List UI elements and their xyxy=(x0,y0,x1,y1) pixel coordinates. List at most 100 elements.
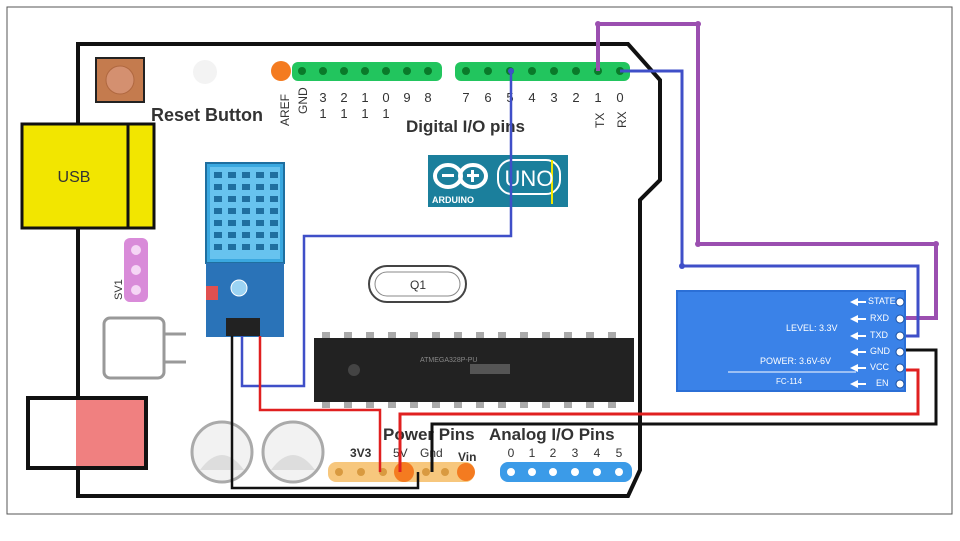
dht-vent-slot xyxy=(256,244,264,250)
uno-text: UNO xyxy=(505,166,554,191)
chip-pin xyxy=(476,332,484,338)
dht-vent-slot xyxy=(214,172,222,178)
microcontroller-chip xyxy=(314,338,634,402)
dht-vent-slot xyxy=(242,196,250,202)
header-aref-gnd-13-8 xyxy=(271,61,442,81)
sv1-label: SV1 xyxy=(113,279,125,300)
bt-txd-label: TXD xyxy=(870,330,889,340)
wire-5v-to-vcc xyxy=(398,368,920,472)
dht-vent-slot xyxy=(214,220,222,226)
chip-pins xyxy=(322,332,616,408)
analog-pin-label: 4 xyxy=(594,446,601,460)
bt-pin-pad xyxy=(895,297,905,307)
dht-vent-slot xyxy=(270,208,278,214)
dht-vent-slot xyxy=(242,184,250,190)
capacitor-1 xyxy=(190,420,254,484)
voltage-regulator xyxy=(102,316,186,380)
chip-pin xyxy=(366,332,374,338)
gnd-top-label: GND xyxy=(296,87,310,114)
digital-pin-label: 7 xyxy=(462,90,469,105)
bt-pin-arrow xyxy=(850,332,858,340)
wire-junction xyxy=(933,241,939,247)
analog-pin-label: 0 xyxy=(508,446,515,460)
digital-pin-label: 0 xyxy=(616,90,623,105)
dht-vent-slot xyxy=(270,232,278,238)
digital-pin-label: 1 xyxy=(594,90,601,105)
bt-pin-arrow xyxy=(850,364,858,372)
wire-junction xyxy=(508,68,514,74)
chip-pin xyxy=(410,402,418,408)
bluetooth-module xyxy=(676,290,906,392)
dht-vent-slot xyxy=(256,208,264,214)
chip-pin xyxy=(564,402,572,408)
bt-rxd-label: RXD xyxy=(870,313,890,323)
chip-pin xyxy=(608,402,616,408)
wire-junction xyxy=(695,21,701,27)
bt-pin-arrow xyxy=(850,298,858,306)
dht-vent-slot xyxy=(256,172,264,178)
analog-pin-label: 2 xyxy=(550,446,557,460)
chip-pin xyxy=(388,402,396,408)
capacitor-2 xyxy=(261,420,325,484)
digital-pin-label: 9 xyxy=(403,90,410,105)
dht-vent-slot xyxy=(256,196,264,202)
bt-pin-arrow xyxy=(850,380,858,388)
arduino-brand-text: ARDUINO xyxy=(432,195,474,205)
usb-connector xyxy=(20,122,156,230)
header-7-0 xyxy=(455,62,630,81)
dht-vent-slot xyxy=(214,184,222,190)
chip-pin xyxy=(388,332,396,338)
analog-header xyxy=(500,462,632,482)
chip-marking: ATMEGA328P-PU xyxy=(420,357,477,364)
bluetooth-pins xyxy=(728,297,905,389)
chip-pin xyxy=(432,332,440,338)
chip-pin xyxy=(498,332,506,338)
wire-junction xyxy=(595,21,601,27)
chip-pin xyxy=(344,402,352,408)
dht-vent-slot xyxy=(214,244,222,250)
chip-pin xyxy=(564,332,572,338)
bt-pin-pad xyxy=(895,314,905,324)
bt-pin-arrow xyxy=(850,348,858,356)
dht-vent-grid xyxy=(214,172,278,250)
chip-pin xyxy=(322,332,330,338)
bt-gnd-label: GND xyxy=(870,346,891,356)
chip-pin xyxy=(454,402,462,408)
dht-vent-slot xyxy=(270,220,278,226)
chip-pin xyxy=(542,402,550,408)
digital-pin-label: 8 xyxy=(424,90,431,105)
chip-pin xyxy=(454,332,462,338)
bt-level-label: LEVEL: 3.3V xyxy=(786,323,838,333)
dht-vent-slot xyxy=(256,184,264,190)
digital-pin-label: 3 xyxy=(550,90,557,105)
rx-label: RX xyxy=(615,111,629,128)
wire-junction xyxy=(695,241,701,247)
dht-vent-slot xyxy=(228,220,236,226)
tx-label: TX xyxy=(593,113,607,128)
analog-pin-label: 5 xyxy=(616,446,623,460)
bt-en-label: EN xyxy=(876,378,889,388)
chip-pin xyxy=(608,332,616,338)
blank-area xyxy=(517,262,563,322)
wire-sensor-gnd xyxy=(230,336,420,490)
dht-vent-slot xyxy=(256,232,264,238)
dht-vent-slot xyxy=(270,244,278,250)
reset-button xyxy=(95,57,145,103)
digital-pin-label: 6 xyxy=(484,90,491,105)
reset-button-label: Reset Button xyxy=(151,105,263,125)
usb-label: USB xyxy=(58,169,91,186)
bt-pin-pad xyxy=(895,379,905,389)
dht-vent-slot xyxy=(228,208,236,214)
dht-vent-slot xyxy=(256,220,264,226)
analog-pin-label: 3 xyxy=(572,446,579,460)
dht-vent-slot xyxy=(214,232,222,238)
chip-pin xyxy=(542,332,550,338)
dht-vent-slot xyxy=(270,196,278,202)
bt-vcc-label: VCC xyxy=(870,362,890,372)
bt-pin-pad xyxy=(895,331,905,341)
dht-vent-slot xyxy=(242,208,250,214)
wire-sensor-vcc xyxy=(258,336,382,472)
chip-pin xyxy=(476,402,484,408)
